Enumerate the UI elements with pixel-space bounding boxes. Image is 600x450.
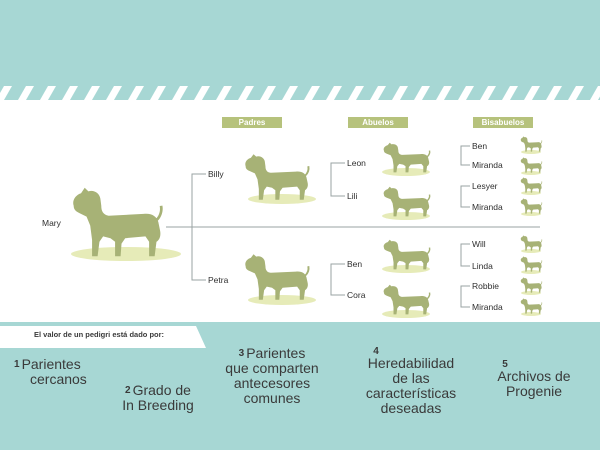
factor-4-line-1: Heredabilidad (367, 355, 455, 371)
factor-4-line-4: deseadas (380, 400, 442, 416)
factor-1-line-1: Parientes (21, 356, 81, 372)
factor-1-line-2: cercanos (30, 371, 87, 387)
name-lili: Lili (347, 191, 358, 201)
name-ggp-2: Miranda (472, 160, 503, 170)
name-ggp-4: Miranda (472, 202, 503, 212)
name-ggp-5: Will (472, 239, 486, 249)
top-banner (0, 0, 600, 86)
factor-3-number: 3 (238, 348, 245, 359)
factor-5: 5 Archivos de Progenie (484, 357, 584, 399)
connector-lines (166, 145, 540, 308)
factor-4-line-2: de las (392, 370, 430, 386)
factor-4: 4 Heredabilidad de las características d… (348, 344, 474, 416)
name-cora: Cora (347, 290, 366, 300)
factor-2-line-2: In Breeding (122, 397, 194, 413)
factor-4-line-3: características (365, 385, 457, 401)
dog-ben-icon (382, 239, 431, 273)
name-ggp-6: Linda (472, 261, 493, 271)
factor-1-number: 1 (14, 359, 20, 370)
name-leon: Leon (347, 158, 366, 168)
factor-2-line-1: Grado de (132, 382, 191, 398)
factor-5-line-1: Archivos de (497, 368, 571, 384)
dog-leon-icon (382, 142, 431, 176)
name-ggp-7: Robbie (472, 281, 499, 291)
name-petra: Petra (208, 275, 229, 285)
header-bisabuelos: Bisabuelos (473, 117, 533, 128)
pedigree-tree (71, 136, 543, 318)
dog-petra-icon (244, 253, 316, 305)
factor-3-line-1: Parientes (246, 345, 306, 361)
name-billy: Billy (208, 169, 224, 179)
factor-5-number: 5 (502, 359, 508, 370)
dog-lili-icon (382, 186, 431, 220)
name-ggp-1: Ben (472, 141, 488, 151)
factor-2-number: 2 (125, 385, 131, 396)
factor-4-number: 4 (373, 346, 379, 357)
factor-5-line-2: Progenie (505, 383, 563, 399)
dog-cora-icon (382, 284, 431, 318)
factor-3-line-3: antecesores (233, 375, 311, 391)
header-padres: Padres (222, 117, 282, 128)
intro-tab (0, 326, 206, 348)
factor-3-line-2: que comparten (225, 360, 319, 376)
great-grandparent-icons (520, 136, 543, 316)
factor-3-line-4: comunes (243, 390, 301, 406)
zigzag-border (0, 86, 600, 100)
name-mary: Mary (42, 218, 61, 228)
intro-text: El valor de un pedigri está dado por: (34, 330, 165, 339)
name-ggp-8: Miranda (472, 302, 503, 312)
name-ben: Ben (347, 259, 363, 269)
dog-billy-icon (244, 153, 316, 204)
dog-mary-icon (71, 186, 181, 261)
name-ggp-3: Lesyer (472, 181, 498, 191)
header-abuelos: Abuelos (348, 117, 408, 128)
